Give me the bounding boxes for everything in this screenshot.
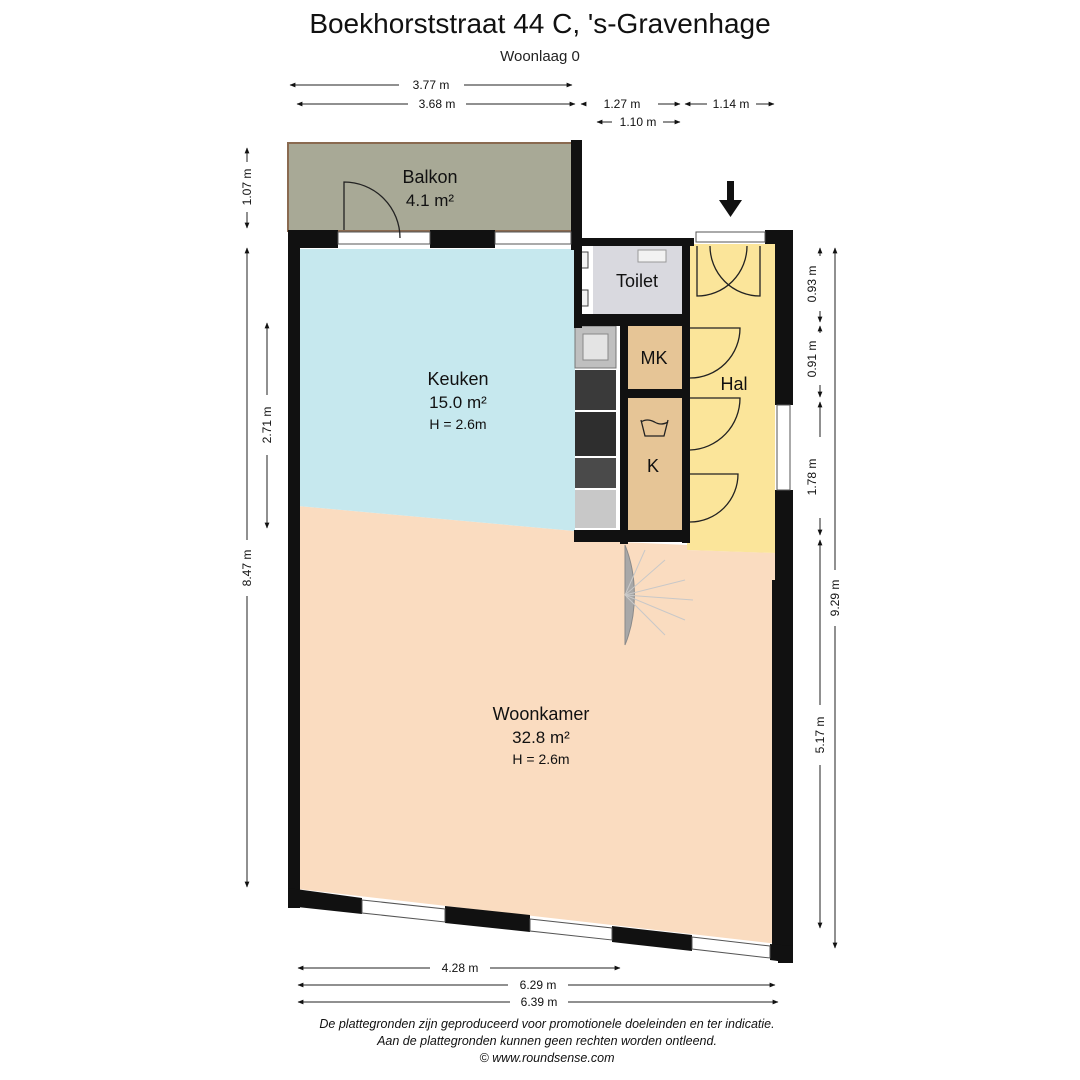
woonkamer-height: H = 2.6m — [512, 751, 569, 767]
dim-left-keuken-depth: 2.71 m — [260, 407, 274, 444]
dim-bottom-total-width: 6.39 m — [521, 995, 558, 1009]
dim-top-hal-width: 1.14 m — [713, 97, 750, 111]
k-floor — [628, 398, 682, 536]
kitchen-appliance-3 — [575, 458, 616, 488]
k-name: K — [647, 456, 659, 476]
floor-level: Woonlaag 0 — [500, 48, 580, 65]
doors — [343, 181, 761, 523]
kitchen-appliance-2 — [575, 412, 616, 456]
kitchen-counter-end — [575, 490, 616, 528]
balkon-area: 4.1 m² — [406, 191, 455, 210]
dim-top-toilet-width: 1.27 m — [604, 97, 641, 111]
keuken-height: H = 2.6m — [429, 416, 486, 432]
keuken-floor — [298, 249, 575, 531]
toilet-bowl — [637, 249, 667, 263]
toilet-name: Toilet — [616, 271, 658, 291]
woonkamer-area: 32.8 m² — [512, 728, 570, 747]
dim-right-total-depth: 9.29 m — [828, 580, 842, 617]
mk-floor — [628, 326, 682, 389]
page-title: Boekhorststraat 44 C, 's-Gravenhage — [309, 8, 771, 39]
dim-top-balkon-width: 3.77 m — [413, 78, 450, 92]
disclaimer: De plattegronden zijn geproduceerd voor … — [0, 1016, 1080, 1067]
dim-right-mk-depth: 0.91 m — [805, 341, 819, 378]
dim-bottom-inner-width: 6.29 m — [520, 978, 557, 992]
dim-right-toilet-depth: 0.93 m — [805, 266, 819, 303]
copyright-link[interactable]: © www.roundsense.com — [479, 1051, 615, 1065]
woonkamer-floor — [298, 506, 778, 944]
hal-name: Hal — [720, 374, 747, 394]
dim-right-woonkamer-depth: 5.17 m — [813, 717, 827, 754]
laundry-icon — [640, 419, 669, 437]
windows — [337, 231, 791, 491]
balkon-floor — [287, 142, 576, 232]
balkon-name: Balkon — [402, 167, 457, 187]
mk-name: MK — [641, 348, 668, 368]
keuken-area: 15.0 m² — [429, 393, 487, 412]
dim-left-balkon-depth: 1.07 m — [240, 169, 254, 206]
dim-top-toilet-inner: 1.10 m — [620, 115, 657, 129]
disclaimer-line-1: De plattegronden zijn geproduceerd voor … — [319, 1017, 775, 1031]
dim-top-keuken-width: 3.68 m — [419, 97, 456, 111]
kitchen-appliance-1 — [575, 370, 616, 410]
dimension-lines — [244, 82, 838, 1005]
woonkamer-name: Woonkamer — [493, 704, 590, 724]
walls — [288, 140, 793, 963]
dim-right-k-depth: 1.78 m — [805, 459, 819, 496]
entrance-arrow-icon — [719, 181, 742, 217]
dim-bottom-woonkamer-inner: 4.28 m — [442, 961, 479, 975]
dim-left-total-depth: 8.47 m — [240, 550, 254, 587]
disclaimer-line-2: Aan de plattegronden kunnen geen rechten… — [377, 1034, 717, 1048]
keuken-name: Keuken — [427, 369, 488, 389]
